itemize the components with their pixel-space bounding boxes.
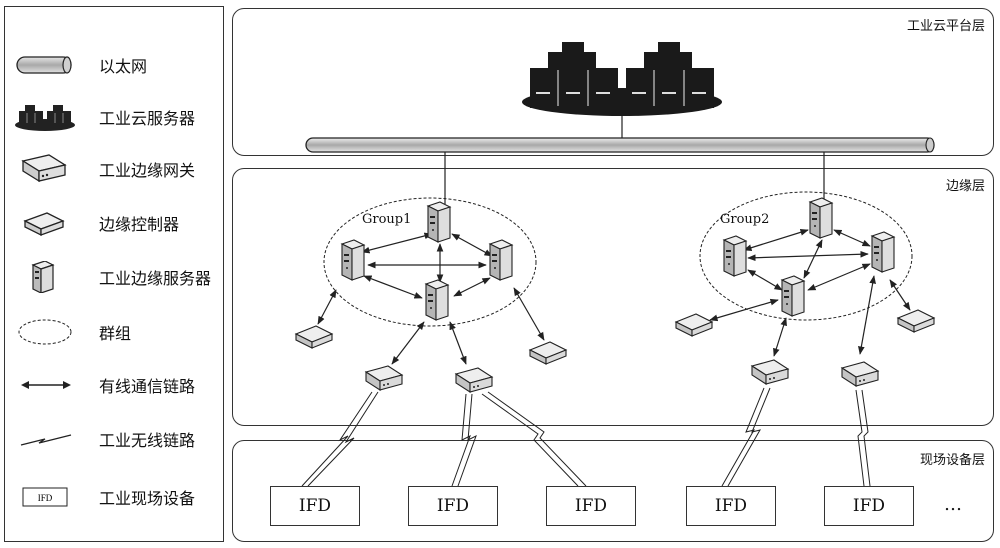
group2-label: Group2: [720, 212, 769, 227]
cloud-server-right-icon: [626, 42, 714, 108]
group1-server-bottom-icon: [426, 280, 448, 320]
group2-server-bottom-icon: [782, 276, 804, 316]
field-device: IFD: [270, 486, 360, 526]
edge-controller-icon: [296, 326, 332, 348]
group1-label: Group1: [362, 212, 411, 227]
group2-server-right-icon: [872, 232, 894, 272]
field-device: IFD: [408, 486, 498, 526]
edge-gateway-icon: [366, 366, 402, 390]
field-device: IFD: [824, 486, 914, 526]
cloud-server-left-icon: [530, 42, 618, 108]
edge-controller-icon: [676, 314, 712, 336]
ethernet-pipe-icon: [306, 138, 934, 152]
group1-server-top-icon: [428, 202, 450, 242]
edge-gateway-icon: [752, 360, 788, 384]
edge-gateway-icon: [842, 362, 878, 386]
wireless-links: [302, 388, 870, 486]
field-device: IFD: [546, 486, 636, 526]
group1-server-left-icon: [342, 240, 364, 280]
more-devices-ellipsis: …: [944, 494, 962, 515]
edge-gateway-icon: [456, 368, 492, 392]
field-device: IFD: [686, 486, 776, 526]
group2-server-top-icon: [810, 198, 832, 238]
edge-controller-icon: [898, 310, 934, 332]
group1-server-right-icon: [490, 240, 512, 280]
group2-server-left-icon: [724, 236, 746, 276]
edge-controller-icon: [530, 342, 566, 364]
cloud-server-cluster: [522, 42, 722, 116]
